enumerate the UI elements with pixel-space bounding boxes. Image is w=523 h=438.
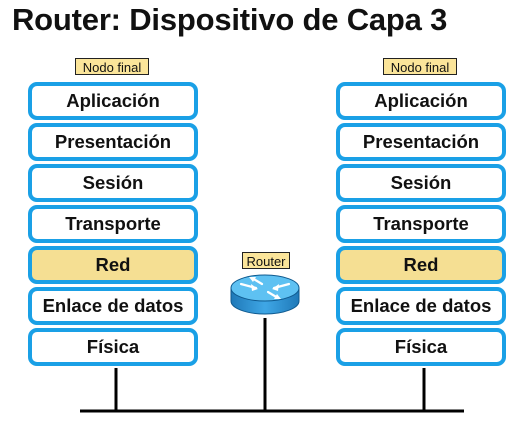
router-icon — [230, 274, 300, 315]
right-layer-red: Red — [336, 246, 506, 284]
left-layer-enlace: Enlace de datos — [28, 287, 198, 325]
left-layer-sesion: Sesión — [28, 164, 198, 202]
right-layer-sesion: Sesión — [336, 164, 506, 202]
right-layer-enlace: Enlace de datos — [336, 287, 506, 325]
page-title: Router: Dispositivo de Capa 3 — [12, 2, 448, 37]
right-layer-transporte: Transporte — [336, 205, 506, 243]
right-layer-presentacion: Presentación — [336, 123, 506, 161]
right-node-tag: Nodo final — [383, 58, 457, 75]
left-node-tag: Nodo final — [75, 58, 149, 75]
left-layer-fisica: Física — [28, 328, 198, 366]
left-layer-aplicacion: Aplicación — [28, 82, 198, 120]
router-tag: Router — [242, 252, 290, 269]
right-layer-fisica: Física — [336, 328, 506, 366]
left-layer-red: Red — [28, 246, 198, 284]
left-layer-transporte: Transporte — [28, 205, 198, 243]
right-layer-aplicacion: Aplicación — [336, 82, 506, 120]
left-layer-presentacion: Presentación — [28, 123, 198, 161]
